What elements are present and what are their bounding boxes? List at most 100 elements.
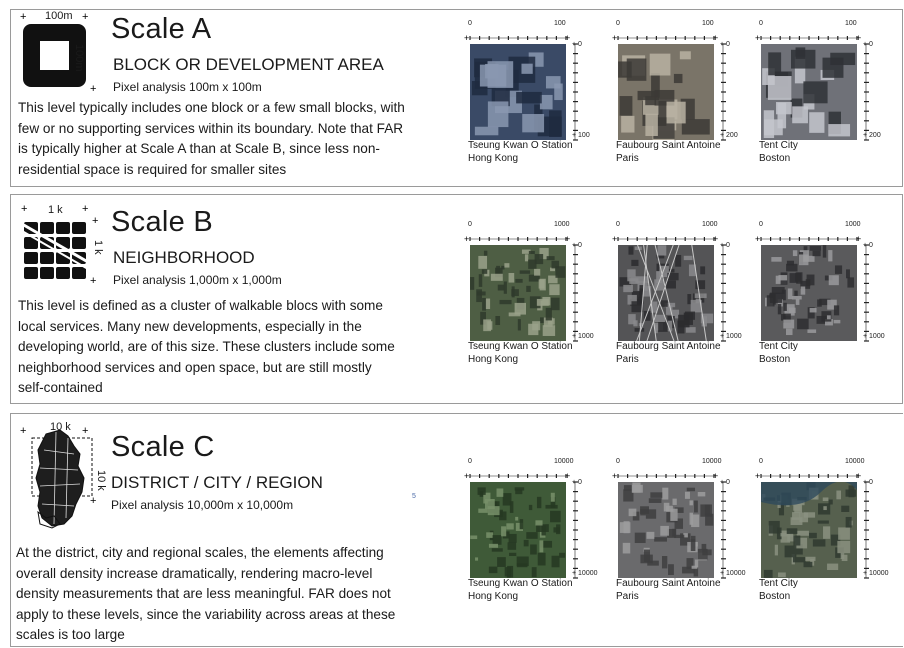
scale-b-image-1-side-start-label: + 0 bbox=[572, 242, 582, 249]
scale-b-icon-top-label: 1 k bbox=[48, 204, 63, 216]
stray-mark: 5 bbox=[412, 493, 416, 500]
svg-text:+: + bbox=[713, 33, 718, 43]
svg-text:+: + bbox=[90, 83, 96, 95]
scale-b-image-3-caption-name: Tent City bbox=[759, 341, 798, 352]
scale-c-image-3-side-start-label: + 0 bbox=[863, 479, 873, 486]
scale-c-image-1-top-start-label: 0 bbox=[468, 458, 472, 465]
scale-b-image-2-side-start-label: + 0 bbox=[720, 242, 730, 249]
scale-c-image-1-caption-name: Tseung Kwan O Station bbox=[468, 578, 573, 589]
svg-text:+: + bbox=[82, 425, 88, 437]
scale-c-image-2-side-end-label: + 10000 bbox=[720, 570, 746, 577]
scale-a-image-2-caption-name: Faubourg Saint Antoine bbox=[616, 140, 721, 151]
scale-b-image-3-top-start-label: 0 bbox=[759, 221, 763, 228]
scale-b-image-2-caption-name: Faubourg Saint Antoine bbox=[616, 341, 721, 352]
scale-c-image-2-side-start-label: + 0 bbox=[720, 479, 730, 486]
scale-a-description: This level typically includes one block … bbox=[18, 100, 405, 177]
scale-c-image-3-side-end-label: + 10000 bbox=[863, 570, 889, 577]
scale-b-image-2-top-end-label: 1000 bbox=[702, 221, 718, 228]
scale-c-image-3-top-end-label: 10000 bbox=[845, 458, 865, 465]
scale-c-image-3-top-ruler: ++ bbox=[755, 471, 861, 481]
scale-a-image-1-caption-name: Tseung Kwan O Station bbox=[468, 140, 573, 151]
scale-a-image-2-top-end-label: 100 bbox=[702, 20, 714, 27]
svg-text:+: + bbox=[90, 495, 96, 507]
svg-text:+: + bbox=[713, 234, 718, 244]
scale-a-image-3-side-start-label: + 0 bbox=[863, 41, 873, 48]
aerial-photo-dense-towers-icon bbox=[470, 44, 566, 140]
scale-a-image-2-side-end-label: + 200 bbox=[720, 132, 738, 139]
svg-text:+: + bbox=[464, 33, 469, 43]
svg-text:+: + bbox=[856, 471, 861, 481]
scale-a-panel bbox=[10, 9, 903, 187]
scale-b-image-2-top-ruler: ++ bbox=[612, 234, 718, 244]
scale-a-image-3-caption-name: Tent City bbox=[759, 140, 798, 151]
scale-a-image-3-top-end-label: 100 bbox=[845, 20, 857, 27]
scale-a-image-2-side-ruler bbox=[721, 43, 726, 141]
scale-a-image-1-top-start-label: 0 bbox=[468, 20, 472, 27]
svg-text:+: + bbox=[755, 234, 760, 244]
svg-text:+: + bbox=[565, 234, 570, 244]
aerial-photo-rooftops-icon bbox=[761, 44, 857, 140]
scale-c-icon-side-label: 10 k bbox=[95, 470, 107, 491]
scale-b-image-2-caption-city: Paris bbox=[616, 354, 639, 365]
scale-c-pixel-analysis: Pixel analysis 10,000m x 10,000m bbox=[111, 498, 294, 512]
scale-b-image-1-side-end-label: + 1000 bbox=[572, 333, 594, 340]
scale-c-image-1-top-end-label: 10000 bbox=[554, 458, 574, 465]
svg-text:+: + bbox=[90, 275, 96, 286]
scale-c-image-2-caption-name: Faubourg Saint Antoine bbox=[616, 578, 721, 589]
scale-a-image-3-side-ruler bbox=[864, 43, 869, 141]
scale-b-image-2-side-ruler bbox=[721, 244, 726, 342]
scale-b-title: Scale B bbox=[111, 206, 214, 238]
scale-c-panel bbox=[10, 413, 903, 647]
scale-c-image-3-caption-city: Boston bbox=[759, 591, 791, 602]
svg-text:+: + bbox=[612, 234, 617, 244]
svg-text:+: + bbox=[713, 471, 718, 481]
svg-text:+: + bbox=[856, 33, 861, 43]
scale-a-image-3-caption-city: Boston bbox=[759, 153, 791, 164]
scale-b-description: This level is defined as a cluster of wa… bbox=[18, 298, 395, 395]
svg-text:+: + bbox=[82, 11, 88, 23]
scale-b-image-3-top-end-label: 1000 bbox=[845, 221, 861, 228]
scale-b-image-1-side-ruler bbox=[573, 244, 578, 342]
scale-c-icon-top-label: 10 k bbox=[50, 421, 71, 433]
scale-b-image-3-side-end-label: + 1000 bbox=[863, 333, 885, 340]
svg-text:+: + bbox=[856, 234, 861, 244]
scale-c-image-1-side-start-label: + 0 bbox=[572, 479, 582, 486]
scale-a-image-1-top-end-label: 100 bbox=[554, 20, 566, 27]
aerial-photo-city-gray-icon bbox=[618, 482, 714, 578]
scale-b-icon-side-label: 1 k bbox=[92, 240, 104, 255]
scale-c-image-1-top-ruler: ++ bbox=[464, 471, 570, 481]
scale-c-image-1-side-end-label: + 10000 bbox=[572, 570, 598, 577]
svg-text:+: + bbox=[565, 33, 570, 43]
scale-c-image-3-top-start-label: 0 bbox=[759, 458, 763, 465]
scale-a-image-2-caption-city: Paris bbox=[616, 153, 639, 164]
svg-text:+: + bbox=[612, 33, 617, 43]
svg-text:+: + bbox=[21, 203, 27, 215]
scale-b-subtitle: NEIGHBORHOOD bbox=[113, 248, 255, 267]
scale-b-panel bbox=[10, 194, 903, 404]
scale-a-title: Scale A bbox=[111, 13, 212, 45]
svg-text:+: + bbox=[755, 471, 760, 481]
scale-a-image-1-side-start-label: + 0 bbox=[572, 41, 582, 48]
svg-text:+: + bbox=[82, 203, 88, 215]
scale-b-image-3-caption-city: Boston bbox=[759, 354, 791, 365]
aerial-photo-urban-fabric-icon bbox=[761, 245, 857, 341]
aerial-photo-street-grid-icon bbox=[618, 245, 714, 341]
scale-b-image-3-side-start-label: + 0 bbox=[863, 242, 873, 249]
scale-a-image-2-top-start-label: 0 bbox=[616, 20, 620, 27]
svg-text:+: + bbox=[92, 215, 98, 227]
svg-text:+: + bbox=[464, 234, 469, 244]
scale-b-image-1-top-end-label: 1000 bbox=[554, 221, 570, 228]
scale-a-icon-top-label: 100m bbox=[45, 10, 73, 22]
scale-a-image-1-caption-city: Hong Kong bbox=[468, 153, 519, 164]
svg-text:+: + bbox=[464, 471, 469, 481]
scale-b-pixel-analysis: Pixel analysis 1,000m x 1,000m bbox=[113, 273, 282, 287]
scale-c-image-2-top-end-label: 10000 bbox=[702, 458, 722, 465]
svg-text:+: + bbox=[612, 471, 617, 481]
scale-c-district-map-icon: + + + bbox=[20, 425, 96, 529]
scale-c-image-3-caption-name: Tent City bbox=[759, 578, 798, 589]
svg-text:+: + bbox=[20, 425, 26, 437]
scale-b-image-3-side-ruler bbox=[864, 244, 869, 342]
scale-c-title: Scale C bbox=[111, 431, 215, 463]
scale-c-subtitle: DISTRICT / CITY / REGION bbox=[111, 473, 323, 492]
scale-b-image-1-top-start-label: 0 bbox=[468, 221, 472, 228]
